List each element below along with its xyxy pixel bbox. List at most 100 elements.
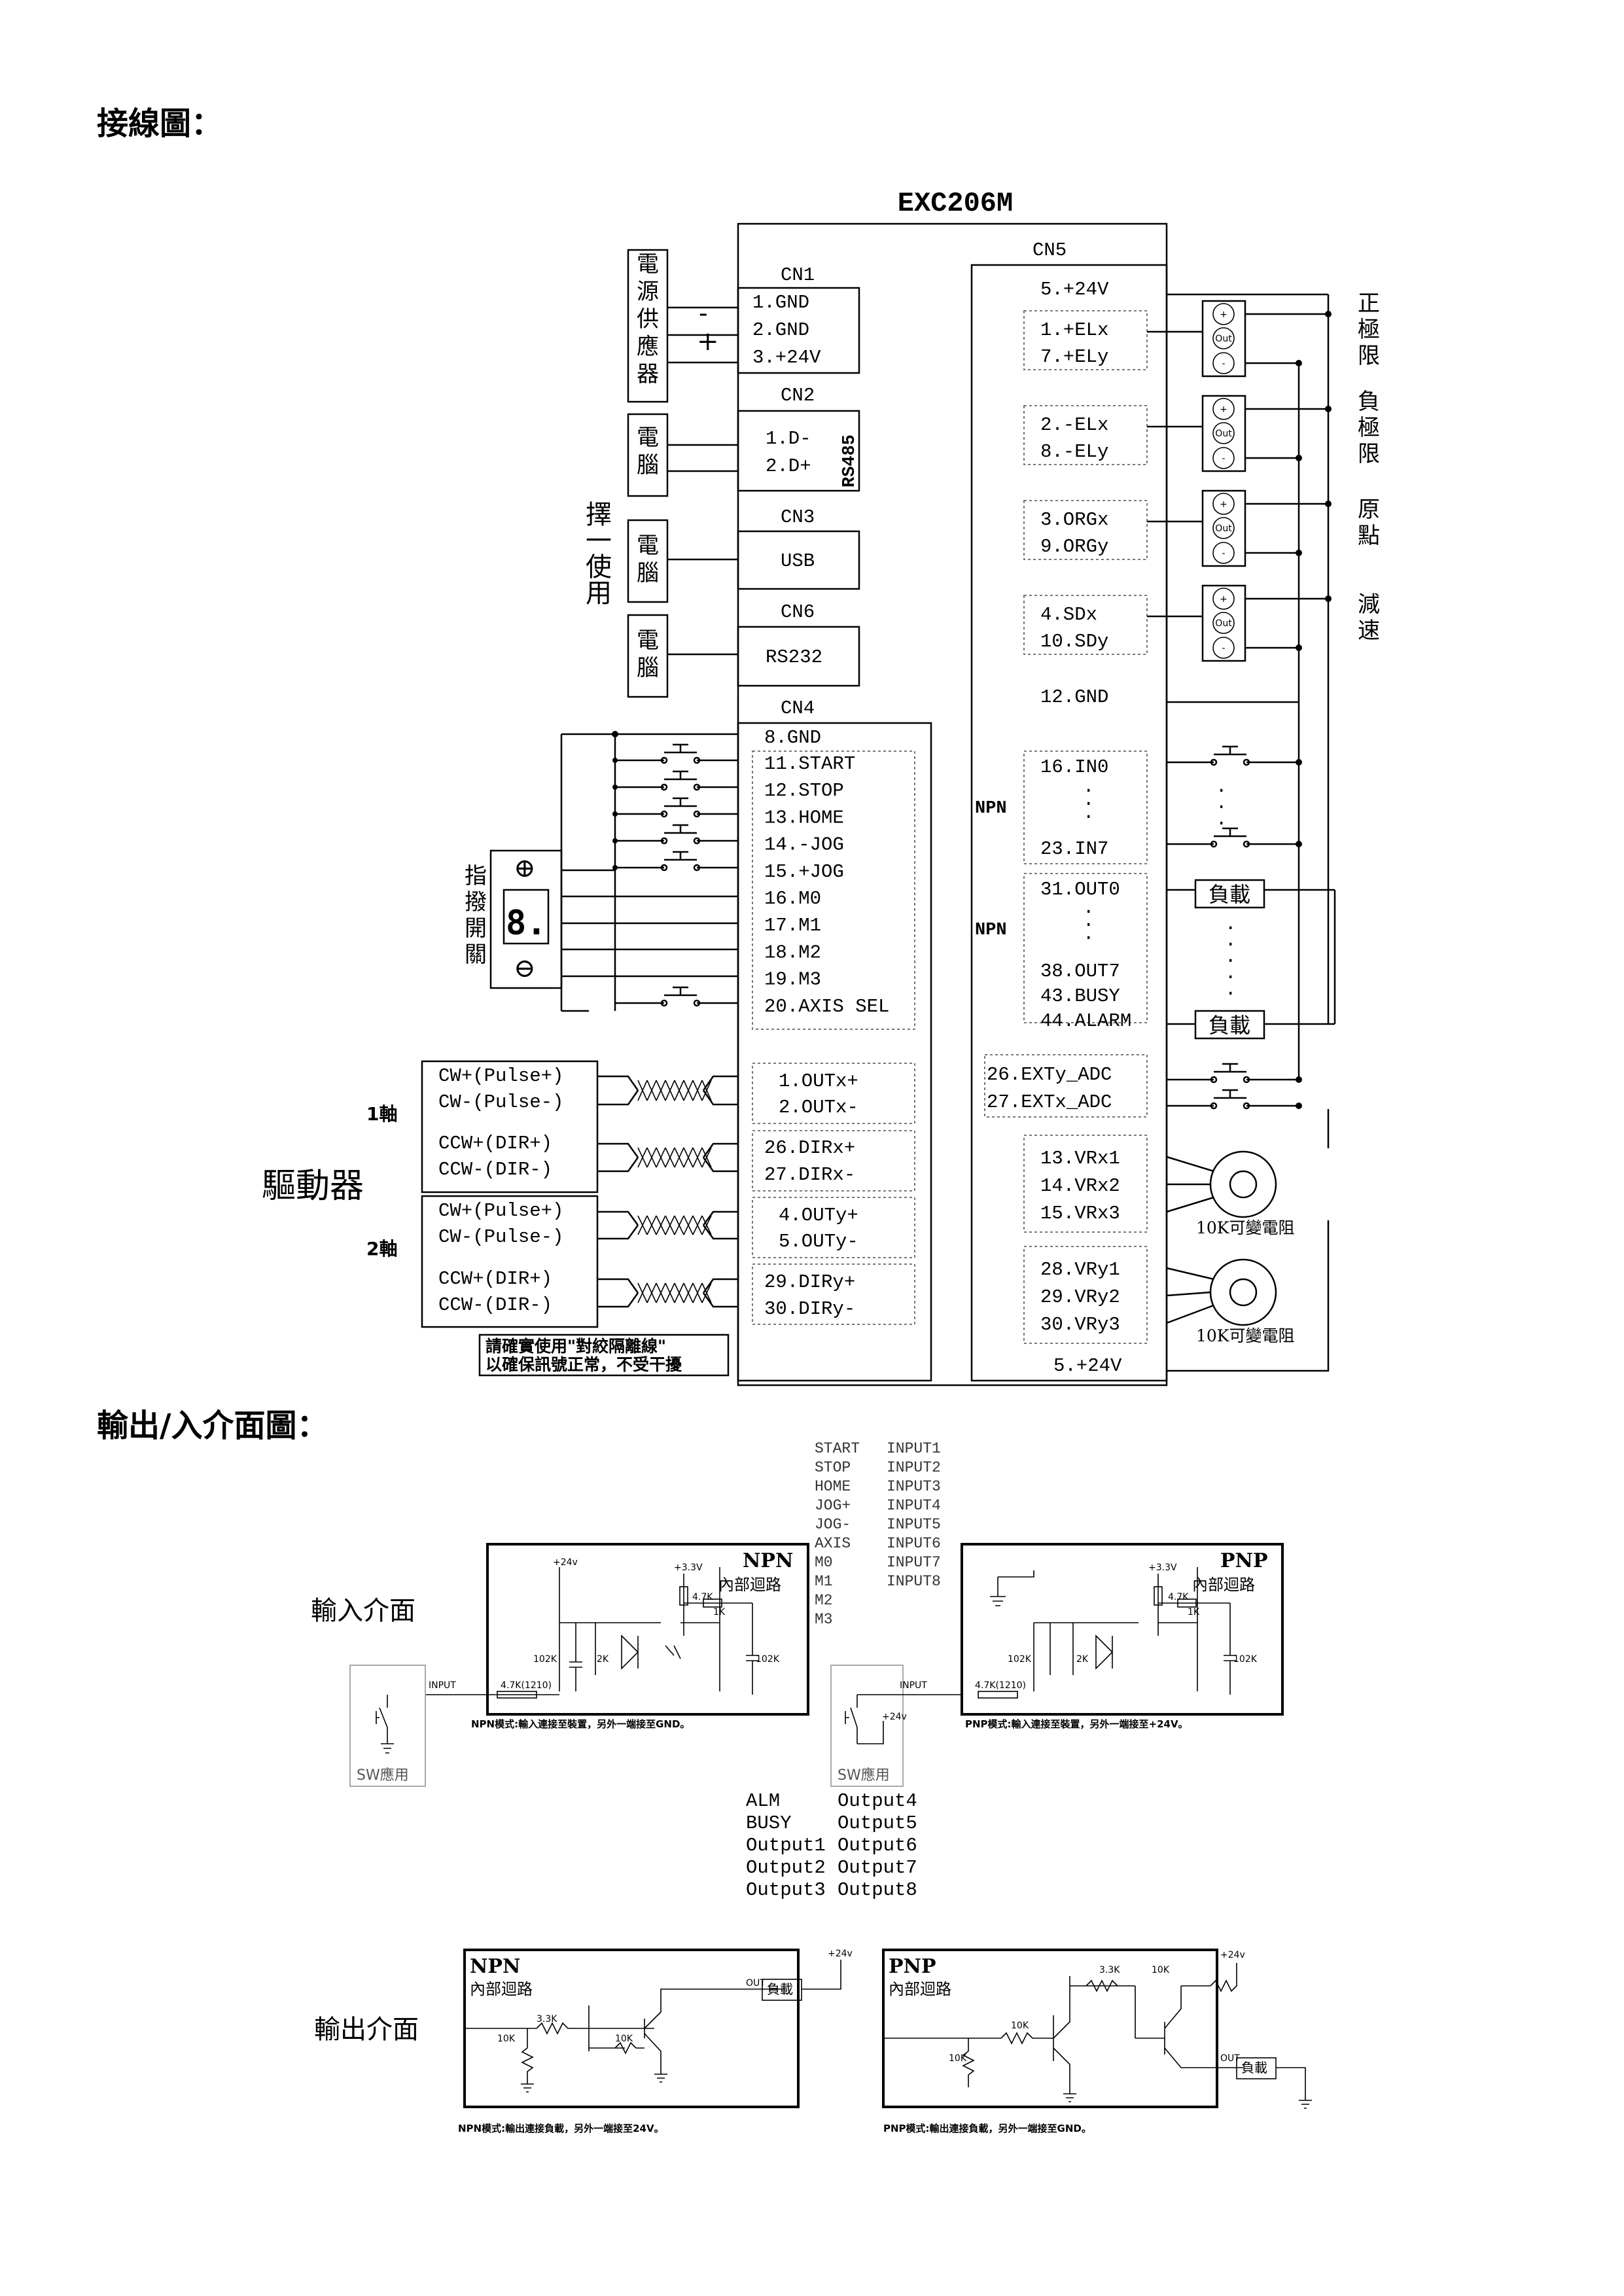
- pnp-c102k-2: 102K: [1233, 1654, 1258, 1665]
- twisted-pair-twist: [637, 1147, 712, 1168]
- vertical-dots: .: [1083, 776, 1094, 798]
- vertical-char: 極: [1358, 415, 1380, 441]
- pnp-input-title: PNP: [1220, 1549, 1268, 1572]
- sensor-terminal-label: Out: [1215, 523, 1232, 534]
- cn5-pin: 27.EXTx_ADC: [987, 1091, 1112, 1113]
- pnp-output-box: [882, 1949, 1218, 2108]
- vertical-char: 供: [637, 306, 659, 332]
- switch-contact: [660, 837, 668, 845]
- axis1-label: 1軸: [366, 1103, 397, 1125]
- sensor-terminal: [1212, 542, 1235, 564]
- sensor-terminal: [1212, 588, 1235, 610]
- cn4-pin: 18.M2: [764, 942, 821, 963]
- vertical-char: 一: [586, 526, 612, 556]
- thumbwheel-digit-window: [503, 889, 550, 945]
- vertical-char: 限: [1358, 441, 1380, 467]
- sensor-wire: [1245, 313, 1328, 364]
- cn4-outy-group: [752, 1197, 915, 1258]
- pot-x-wires: [1166, 1156, 1214, 1213]
- pnp-input-internal: 內部迴路: [1192, 1576, 1255, 1594]
- pnp-v24: +24v: [1220, 1950, 1245, 1960]
- cn5-pin: 30.VRy3: [1040, 1314, 1120, 1335]
- pnp-r10k-top: 10K: [1152, 1965, 1170, 1975]
- sensor-terminal: [1212, 637, 1235, 659]
- vertical-char: 限: [1358, 343, 1380, 369]
- cn5-top-24v: 5.+24V: [1040, 279, 1109, 300]
- input-name: INPUT4: [887, 1497, 941, 1514]
- vertical-char: 正: [1358, 291, 1380, 317]
- input-name: INPUT7: [887, 1554, 941, 1571]
- push-button-switch: [648, 770, 713, 788]
- cn5-pin: 29.VRy2: [1040, 1286, 1120, 1308]
- switch-contact: [1243, 1102, 1250, 1110]
- sensor-wire: [1245, 597, 1328, 649]
- cn5-pin: 7.+ELy: [1040, 346, 1108, 368]
- driver-signal: CCW+(DIR+): [438, 1133, 552, 1154]
- cn4-dirx-group: [752, 1130, 915, 1192]
- output-name: Output7: [838, 1857, 917, 1879]
- cn2-pin: 2.D+: [766, 455, 811, 477]
- cn5-input-group: [1023, 751, 1148, 864]
- vertical-char: 負: [1358, 389, 1380, 415]
- pnp-r1k: 1K: [1188, 1607, 1200, 1617]
- vertical-dots: .: [1225, 963, 1236, 984]
- thumbwheel-box: [489, 849, 563, 989]
- cn4-pin: 12.STOP: [764, 780, 844, 802]
- input-signal-name: M1: [815, 1573, 833, 1590]
- load-box: [1194, 879, 1265, 909]
- pc-box-usb: [627, 519, 669, 603]
- npn-r10k-2: 10K: [615, 2034, 633, 2044]
- cn5-pin: 9.ORGy: [1040, 536, 1108, 557]
- cn5-pin: 2.-ELx: [1040, 414, 1108, 436]
- pnp-r10k-2: 10K: [949, 2053, 967, 2064]
- input-name: INPUT2: [887, 1459, 941, 1476]
- switch-contact: [1243, 1076, 1250, 1084]
- cn2-pin: 1.D-: [766, 428, 811, 450]
- driver-signals: CW+(Pulse+)CW-(Pulse-)CCW+(DIR+)CCW-(DIR…: [438, 1065, 563, 1316]
- cn1-pin: 1.GND: [752, 292, 809, 313]
- pnp-c102k: 102K: [1008, 1654, 1032, 1665]
- sensor-terminal-label: -: [1222, 359, 1225, 369]
- vertical-char: 使: [586, 552, 612, 582]
- switch-contact: [693, 837, 701, 845]
- npn-c102k: 102K: [533, 1654, 557, 1665]
- npn-input-caption: NPN模式:輸入連接至裝置，另外一端接至GND。: [471, 1718, 690, 1730]
- pnp-r33k: 3.3K: [1099, 1965, 1120, 1975]
- pot-x-label: 10K可變電阻: [1196, 1218, 1295, 1237]
- cn5-pin: 15.VRx3: [1040, 1203, 1120, 1224]
- junction-dot: [1296, 841, 1302, 847]
- vertical-char: 腦: [637, 452, 659, 478]
- pnp-out-tag: OUT: [1220, 2053, 1240, 2064]
- vertical-char: 關: [465, 942, 487, 968]
- npn-output-title: NPN: [470, 1955, 520, 1978]
- npn-r33k: 3.3K: [537, 2014, 557, 2024]
- pnp-r47k: 4.7K: [1168, 1592, 1189, 1602]
- vertical-char: 應: [637, 334, 659, 360]
- sensor-wire: [1245, 503, 1328, 554]
- cn4-input-group: [752, 751, 915, 1030]
- vertical-char: 電: [637, 425, 659, 451]
- driver-signal: CW-(Pulse-): [438, 1226, 563, 1248]
- cn4-pin: 29.DIRy+: [764, 1271, 855, 1293]
- npn-input-internal: 內部迴路: [718, 1576, 781, 1594]
- npn-v33: +3.3V: [674, 1563, 703, 1573]
- cn4-outx-group: [752, 1063, 915, 1124]
- cn5-label: CN5: [1033, 239, 1067, 261]
- input-name: INPUT5: [887, 1516, 941, 1533]
- npn-r47: 4.7K(1210): [501, 1680, 552, 1691]
- pnp-input-caption: PNP模式:輸入連接至裝置，另外一端接至+24V。: [965, 1718, 1188, 1730]
- output-name: Output1: [746, 1835, 826, 1856]
- rs485-wires: [667, 444, 738, 472]
- pot-x-knob: [1229, 1170, 1258, 1199]
- twisted-pair-end: [597, 1278, 738, 1308]
- cn4-pin: 15.+JOG: [764, 861, 844, 883]
- vertical-dots: .: [1225, 946, 1236, 968]
- cn5-pin: 38.OUT7: [1040, 961, 1120, 982]
- power-wires: [667, 306, 738, 364]
- twisted-pair-end: [597, 1210, 738, 1240]
- limit-sensor: [1201, 300, 1246, 378]
- twisted-pair-twist: [637, 1282, 712, 1303]
- limit-sensors: +Out-+Out-+Out-+Out-: [1147, 300, 1332, 662]
- output-name: Output8: [838, 1879, 917, 1901]
- cn4-pin: 11.START: [764, 753, 855, 775]
